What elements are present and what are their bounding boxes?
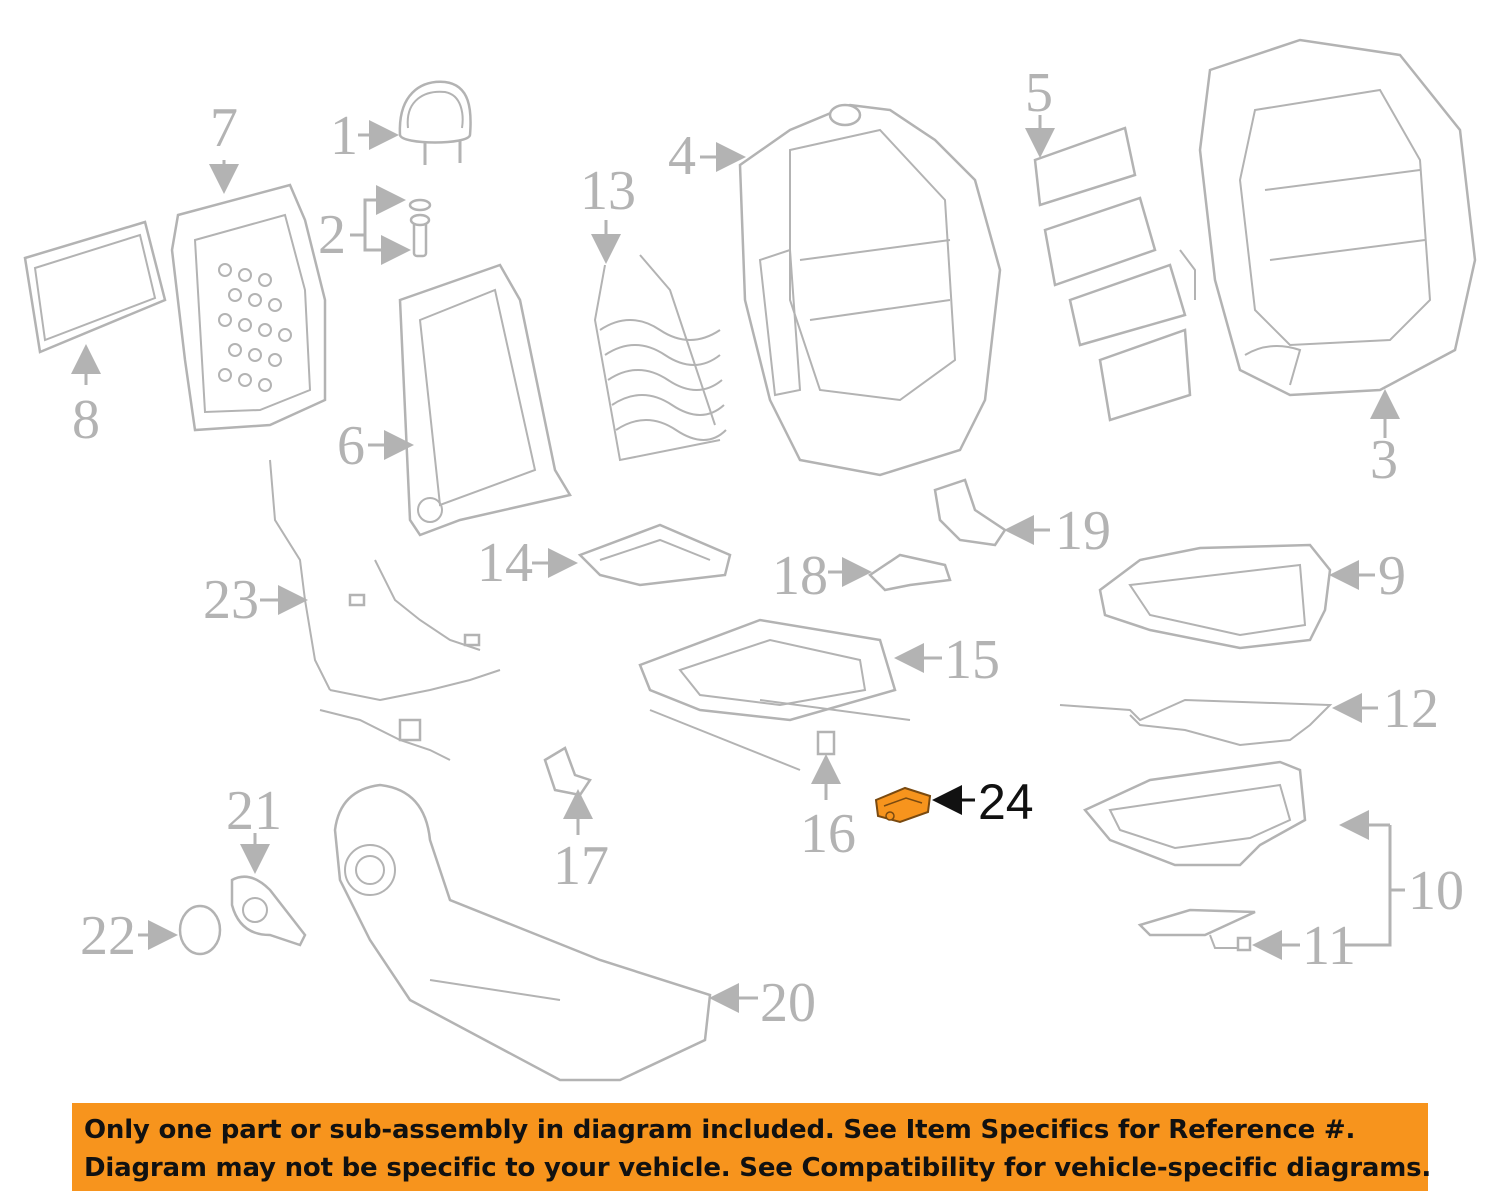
callout-15: 15 [944, 629, 1000, 691]
part-24-highlighted [874, 786, 932, 824]
part-19-bracket [933, 478, 1007, 547]
part-23-harness [269, 459, 501, 761]
callout-3: 3 [1370, 429, 1398, 491]
callout-12: 12 [1383, 678, 1439, 740]
parts-drawing [23, 38, 1477, 1082]
callout-2: 2 [318, 204, 346, 266]
callout-18: 18 [772, 545, 828, 607]
callout-7: 7 [210, 97, 238, 159]
part-18-bracket [868, 553, 952, 592]
leader-2b [363, 235, 411, 265]
callout-6: 6 [337, 415, 365, 477]
callout-20: 20 [760, 972, 816, 1034]
callout-13: 13 [580, 160, 636, 222]
part-11-sensor [1137, 908, 1256, 952]
callout-23: 23 [203, 569, 259, 631]
callout-14: 14 [477, 532, 533, 594]
part-14-bracket [577, 523, 732, 587]
part-15-adjuster [638, 618, 911, 771]
part-5-heater-pads [1033, 126, 1196, 422]
callout-24-highlighted: 24 [978, 774, 1034, 830]
part-10-seat-pan [1082, 760, 1307, 867]
callout-9: 9 [1378, 545, 1406, 607]
callout-8: 8 [72, 389, 100, 451]
part-2-guide [408, 198, 432, 258]
callout-4: 4 [668, 125, 696, 187]
callout-16: 16 [800, 803, 856, 865]
callout-19: 19 [1055, 500, 1111, 562]
callout-17: 17 [553, 835, 609, 897]
part-13-suspension-mat [593, 254, 727, 462]
leader-2a [350, 185, 406, 237]
part-12-mat [1059, 698, 1333, 747]
callout-11: 11 [1302, 915, 1356, 977]
part-1-headrest [398, 80, 472, 165]
part-9-cushion [1098, 543, 1332, 650]
callout-10: 10 [1408, 860, 1464, 922]
part-16-clip [816, 730, 836, 756]
callout-5: 5 [1025, 62, 1053, 124]
part-4-back-cushion [738, 103, 1002, 477]
callout-21: 21 [226, 780, 282, 842]
disclaimer-banner: Only one part or sub-assembly in diagram… [72, 1103, 1432, 1191]
part-22-cap [178, 904, 222, 956]
callout-1: 1 [330, 105, 358, 167]
part-21-knob [230, 875, 307, 947]
callout-22: 22 [80, 905, 136, 967]
part-7-back-panel [170, 183, 327, 432]
part-8-panel [23, 220, 167, 354]
part-20-shield [333, 783, 712, 1082]
part-3-back-cover [1198, 38, 1477, 397]
bracket-10 [1345, 825, 1392, 947]
disclaimer-line-2: Diagram may not be specific to your vehi… [84, 1153, 1432, 1183]
disclaimer-line-1: Only one part or sub-assembly in diagram… [84, 1115, 1356, 1145]
part-6-back-frame [398, 263, 572, 537]
part-17-bracket [543, 746, 592, 797]
